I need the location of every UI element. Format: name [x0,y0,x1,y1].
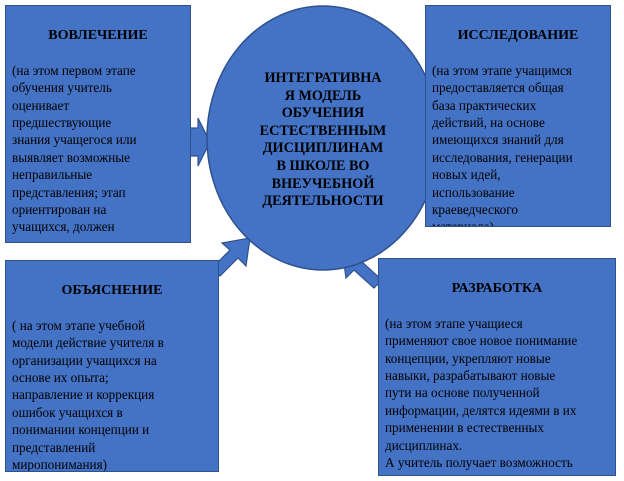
stage-exploration: ИССЛЕДОВАНИЕ (на этом этапе учащимся пре… [425,5,611,227]
stage-title: РАЗРАБОТКА [451,281,543,297]
stage-text: (на этом этапе учащимся предоставляется … [432,62,573,227]
stage-text: (на этом первом этапе обучения учитель о… [12,62,146,242]
stage-title: ОБЪЯСНЕНИЕ [61,283,163,299]
center-title: ИНТЕГРАТИВНА Я МОДЕЛЬ ОБУЧЕНИЯ ЕСТЕСТВЕН… [259,70,387,210]
stage-explanation: ОБЪЯСНЕНИЕ ( на этом этапе учебной модел… [5,260,219,472]
stage-text: (на этом этапе учащиеся применяют свое н… [385,315,578,475]
stage-elaboration: РАЗРАБОТКА (на этом этапе учащиеся приме… [378,258,616,476]
stage-text: ( на этом этапе учебной модели действие … [12,317,164,472]
arrow-up-right-icon [211,237,251,277]
stage-engagement: ВОВЛЕЧЕНИЕ (на этом первом этапе обучени… [5,5,191,243]
stage-title: ВОВЛЕЧЕНИЕ [48,28,148,44]
arrow-right-icon [189,117,211,167]
stage-title: ИССЛЕДОВАНИЕ [457,28,579,44]
